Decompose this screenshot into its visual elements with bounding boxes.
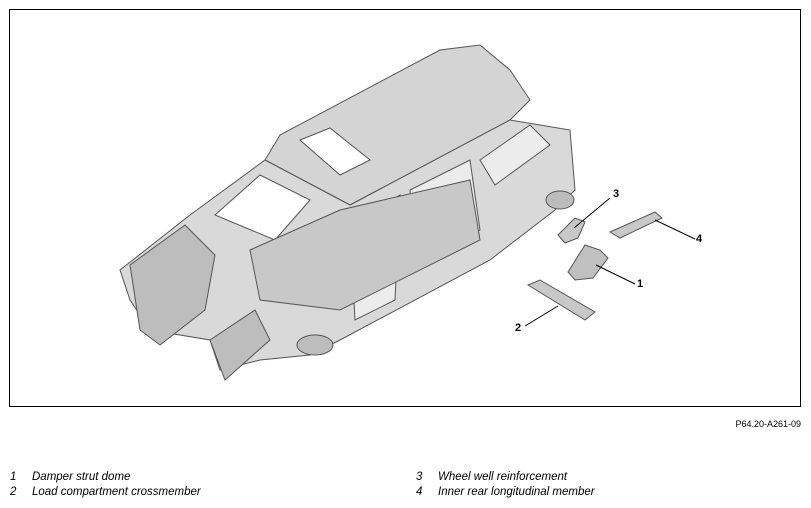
legend-item: 2 Load compartment crossmember (10, 486, 201, 501)
legend-label: Inner rear longitudinal member (438, 486, 595, 498)
legend-label: Load compartment crossmember (32, 486, 201, 498)
figure-frame: 3 4 1 2 (9, 9, 801, 407)
legend-number: 3 (416, 471, 423, 483)
car-body-diagram (119, 44, 696, 381)
legend-left: 1 Damper strut dome 2 Load compartment cro… (10, 471, 201, 501)
car-body (119, 44, 576, 381)
callout-4: 4 (696, 233, 703, 245)
legend-label: Wheel well reinforcement (438, 471, 568, 483)
figure-id: P64.20-A261-09 (735, 419, 801, 429)
leader-line-4 (654, 219, 696, 240)
load-compartment-crossmember (526, 279, 596, 321)
callout-1: 1 (637, 278, 644, 290)
legend-number: 4 (416, 486, 423, 498)
leader-line-2 (524, 305, 559, 327)
legend-item: 1 Damper strut dome (10, 471, 201, 486)
legend-label: Damper strut dome (32, 471, 131, 483)
legend-item: 3 Wheel well reinforcement (416, 471, 595, 486)
damper-strut-dome (567, 244, 609, 281)
legend-item: 4 Inner rear longitudinal member (416, 486, 595, 501)
leader-line-3 (573, 197, 611, 229)
legend-right: 3 Wheel well reinforcement 4 Inner rear lo… (416, 471, 595, 501)
legend-number: 1 (10, 471, 17, 483)
leader-line-1 (595, 264, 636, 285)
inner-rear-longitudinal-member (608, 211, 663, 239)
legend-number: 2 (10, 486, 17, 498)
callout-2: 2 (515, 322, 522, 334)
callout-3: 3 (613, 188, 620, 200)
